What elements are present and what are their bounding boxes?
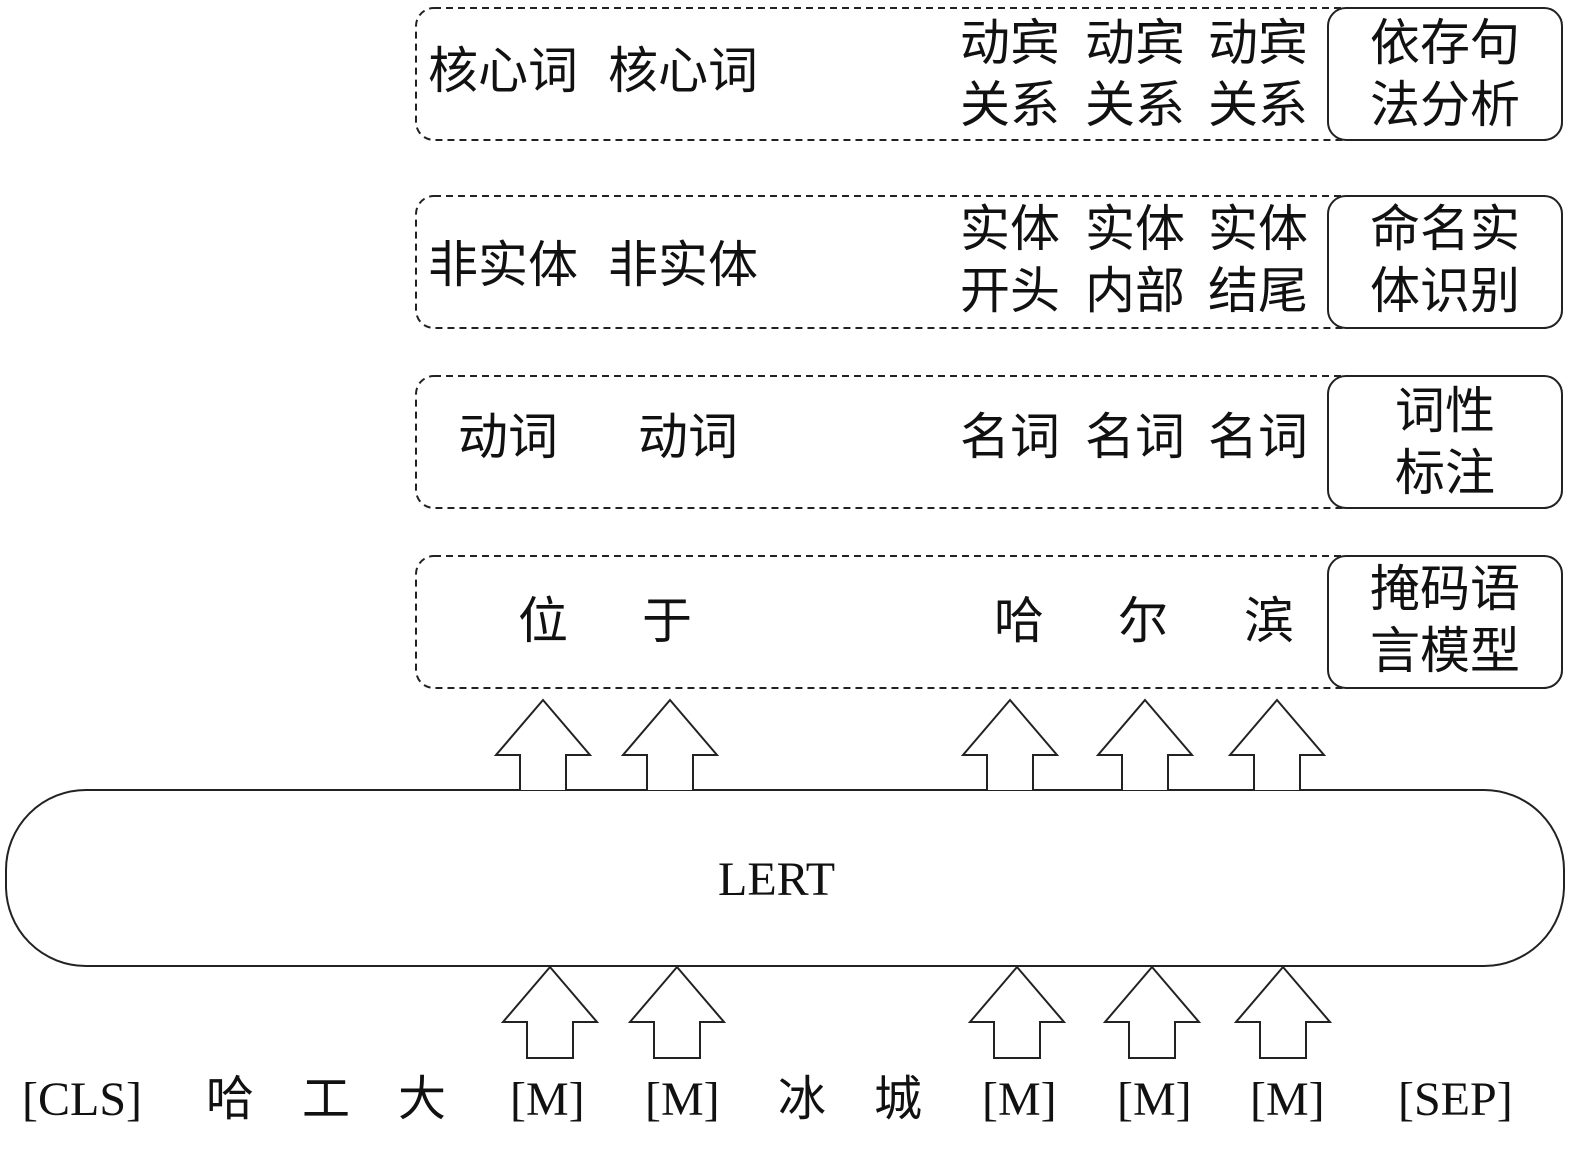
dep-tag-line1: 动宾 xyxy=(1208,14,1308,72)
mlm-label-line2: 言模型 xyxy=(1370,622,1520,680)
pos-tag: 名词 xyxy=(1085,408,1185,466)
dep-tag-left: 核心词 xyxy=(608,42,758,100)
input-token: [M] xyxy=(982,1073,1057,1126)
input-token: 哈 xyxy=(206,1073,255,1126)
dep-tag-line1: 动宾 xyxy=(960,14,1060,72)
up-arrow-icon xyxy=(1095,698,1195,790)
dep-label-box xyxy=(1327,7,1563,141)
lert-label: LERT xyxy=(718,853,836,906)
up-arrow-icon xyxy=(967,965,1067,1059)
input-token: [M] xyxy=(1117,1073,1192,1126)
up-arrow-icon xyxy=(493,698,593,790)
lert-box xyxy=(5,789,1565,967)
up-arrow-icon xyxy=(1233,965,1333,1059)
mlm-prediction: 尔 xyxy=(1118,592,1168,650)
up-arrow-icon xyxy=(620,698,720,790)
ner-tag-line2: 结尾 xyxy=(1208,262,1308,320)
dep-label-line2: 法分析 xyxy=(1370,76,1520,134)
mlm-task-label: 掩码语 言模型 xyxy=(1327,558,1563,682)
mlm-prediction: 于 xyxy=(642,592,692,650)
dep-tag-right: 动宾 关系 xyxy=(1208,12,1308,136)
ner-tag-line2: 内部 xyxy=(1085,262,1185,320)
pos-label-box xyxy=(1327,375,1563,509)
up-arrow-icon xyxy=(1102,965,1202,1059)
dep-tag-line2: 关系 xyxy=(1085,76,1185,134)
input-token: [CLS] xyxy=(22,1073,142,1126)
pos-task-label: 词性 标注 xyxy=(1327,380,1563,504)
pos-layer-box xyxy=(415,375,1563,509)
mlm-prediction: 位 xyxy=(518,592,568,650)
dep-tag-line1: 动宾 xyxy=(1085,14,1185,72)
ner-tag-left: 非实体 xyxy=(608,236,758,294)
ner-tag-right: 实体 开头 xyxy=(960,198,1060,322)
ner-tag-line1: 实体 xyxy=(1085,200,1185,258)
input-token: [M] xyxy=(510,1073,585,1126)
lower-arrows xyxy=(500,965,1333,1059)
mlm-label-box xyxy=(1327,555,1563,689)
pos-label-line2: 标注 xyxy=(1395,444,1495,502)
dep-task-label: 依存句 法分析 xyxy=(1327,12,1563,136)
dep-layer-box xyxy=(415,7,1563,141)
input-token: [M] xyxy=(1250,1073,1325,1126)
dep-tag-line2: 关系 xyxy=(960,76,1060,134)
mlm-prediction: 哈 xyxy=(994,592,1044,650)
ner-tag-line2: 开头 xyxy=(960,262,1060,320)
dep-tag-line2: 关系 xyxy=(1208,76,1308,134)
input-token: [SEP] xyxy=(1398,1073,1513,1126)
ner-tag-line1: 实体 xyxy=(960,200,1060,258)
ner-label-box xyxy=(1327,195,1563,329)
dep-tag-left: 核心词 xyxy=(428,42,578,100)
upper-arrows xyxy=(493,698,1327,790)
ner-tag-right: 实体 结尾 xyxy=(1208,198,1308,322)
pos-tag: 名词 xyxy=(1208,408,1308,466)
ner-tag-left: 非实体 xyxy=(428,236,578,294)
ner-tag-line1: 实体 xyxy=(1208,200,1308,258)
mlm-layer-box xyxy=(415,555,1563,689)
up-arrow-icon xyxy=(500,965,600,1059)
ner-tag-right: 实体 内部 xyxy=(1085,198,1185,322)
up-arrow-icon xyxy=(1227,698,1327,790)
input-token: 冰 xyxy=(778,1073,827,1126)
ner-task-label: 命名实 体识别 xyxy=(1327,198,1563,322)
input-token: 城 xyxy=(874,1073,923,1126)
mlm-prediction: 滨 xyxy=(1244,592,1294,650)
pos-tag: 名词 xyxy=(960,408,1060,466)
dep-tag-right: 动宾 关系 xyxy=(1085,12,1185,136)
mlm-label-line1: 掩码语 xyxy=(1370,560,1520,618)
ner-layer-box xyxy=(415,195,1563,329)
pos-tag: 动词 xyxy=(458,408,558,466)
input-token: [M] xyxy=(645,1073,720,1126)
pos-tag: 动词 xyxy=(638,408,738,466)
dep-label-line1: 依存句 xyxy=(1370,14,1520,72)
dep-tag-right: 动宾 关系 xyxy=(960,12,1060,136)
ner-label-line1: 命名实 xyxy=(1370,200,1520,258)
input-token: 大 xyxy=(398,1073,447,1126)
ner-label-line2: 体识别 xyxy=(1370,262,1520,320)
up-arrow-icon xyxy=(627,965,727,1059)
pos-label-line1: 词性 xyxy=(1395,382,1495,440)
up-arrow-icon xyxy=(960,698,1060,790)
input-token: 工 xyxy=(302,1073,351,1126)
